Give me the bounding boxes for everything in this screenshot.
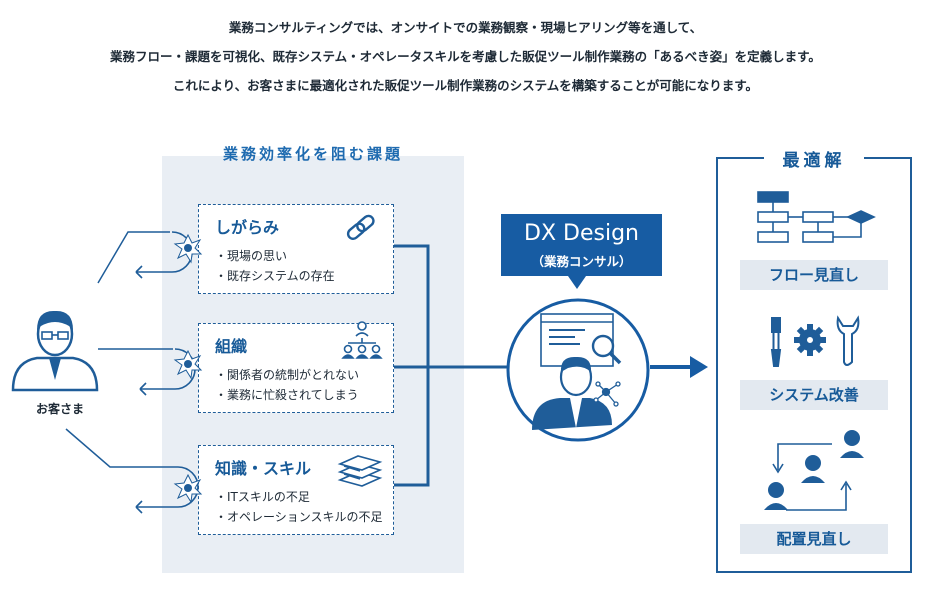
arrowhead [139, 382, 147, 396]
book-stack-icon [337, 455, 383, 487]
return-arrows [135, 231, 199, 514]
impact-burst-icons [173, 233, 203, 504]
issue-bullet: ・関係者の統制がとれない [215, 368, 360, 382]
solution-label-system: システム改善 [740, 380, 888, 410]
tools-gear-icon [770, 315, 860, 367]
customer-connectors [65, 231, 178, 468]
issue-title: 知識・スキル [215, 459, 312, 478]
solution-label-flow: フロー見直し [740, 260, 888, 290]
issue-title: しがらみ [215, 218, 280, 237]
connector-line [97, 231, 170, 284]
issues-merge-bracket [394, 244, 510, 487]
solution-label-placement: 配置見直し [740, 524, 888, 554]
intro-line-2: 業務フロー・課題を可視化、既存システム・オペレータスキルを考慮した販促ツール制作… [110, 49, 821, 64]
solutions-title: 最適解 [782, 151, 846, 171]
dx-pointer [568, 276, 586, 289]
flowchart-icon [757, 191, 876, 243]
issue-bullet: ・既存システムの存在 [215, 269, 335, 283]
consultant-analysis-icon [506, 298, 650, 442]
businessman-icon [11, 310, 99, 392]
chain-link-icon [346, 214, 375, 240]
burst-icon [173, 473, 203, 504]
issue-bullet: ・ITスキルの不足 [215, 490, 310, 504]
dx-subtitle: （業務コンサル） [531, 254, 632, 269]
connector-line [65, 428, 178, 468]
issue-bullet: ・現場の思い [215, 249, 288, 263]
burst-icon [173, 349, 203, 380]
issues-panel-title: 業務効率化を阻む課題 [222, 145, 403, 163]
customer-label: お客さま [35, 402, 84, 416]
solutions-title-backdrop [764, 147, 864, 169]
return-arrow [136, 466, 199, 508]
dx-title: DX Design [524, 221, 639, 246]
return-arrow [140, 348, 196, 390]
arrowhead [135, 500, 143, 514]
people-rearrange-icon [764, 430, 864, 511]
burst-icon [173, 233, 203, 264]
org-hierarchy-icon [341, 321, 383, 359]
intro-line-1: 業務コンサルティングでは、オンサイトでの業務観察・現場ヒアリング等を通して、 [228, 20, 703, 35]
solution-arrow-head [690, 356, 708, 378]
issue-bullet: ・オペレーションスキルの不足 [215, 510, 383, 524]
issue-bullet: ・業務に忙殺されてしまう [215, 388, 359, 402]
issue-title: 組織 [215, 337, 248, 356]
arrowhead [135, 265, 143, 279]
dx-design-box: DX Design （業務コンサル） [501, 214, 662, 276]
intro-line-3: これにより、お客さまに最適化された販促ツール制作業務のシステムを構築することが可… [172, 78, 759, 93]
